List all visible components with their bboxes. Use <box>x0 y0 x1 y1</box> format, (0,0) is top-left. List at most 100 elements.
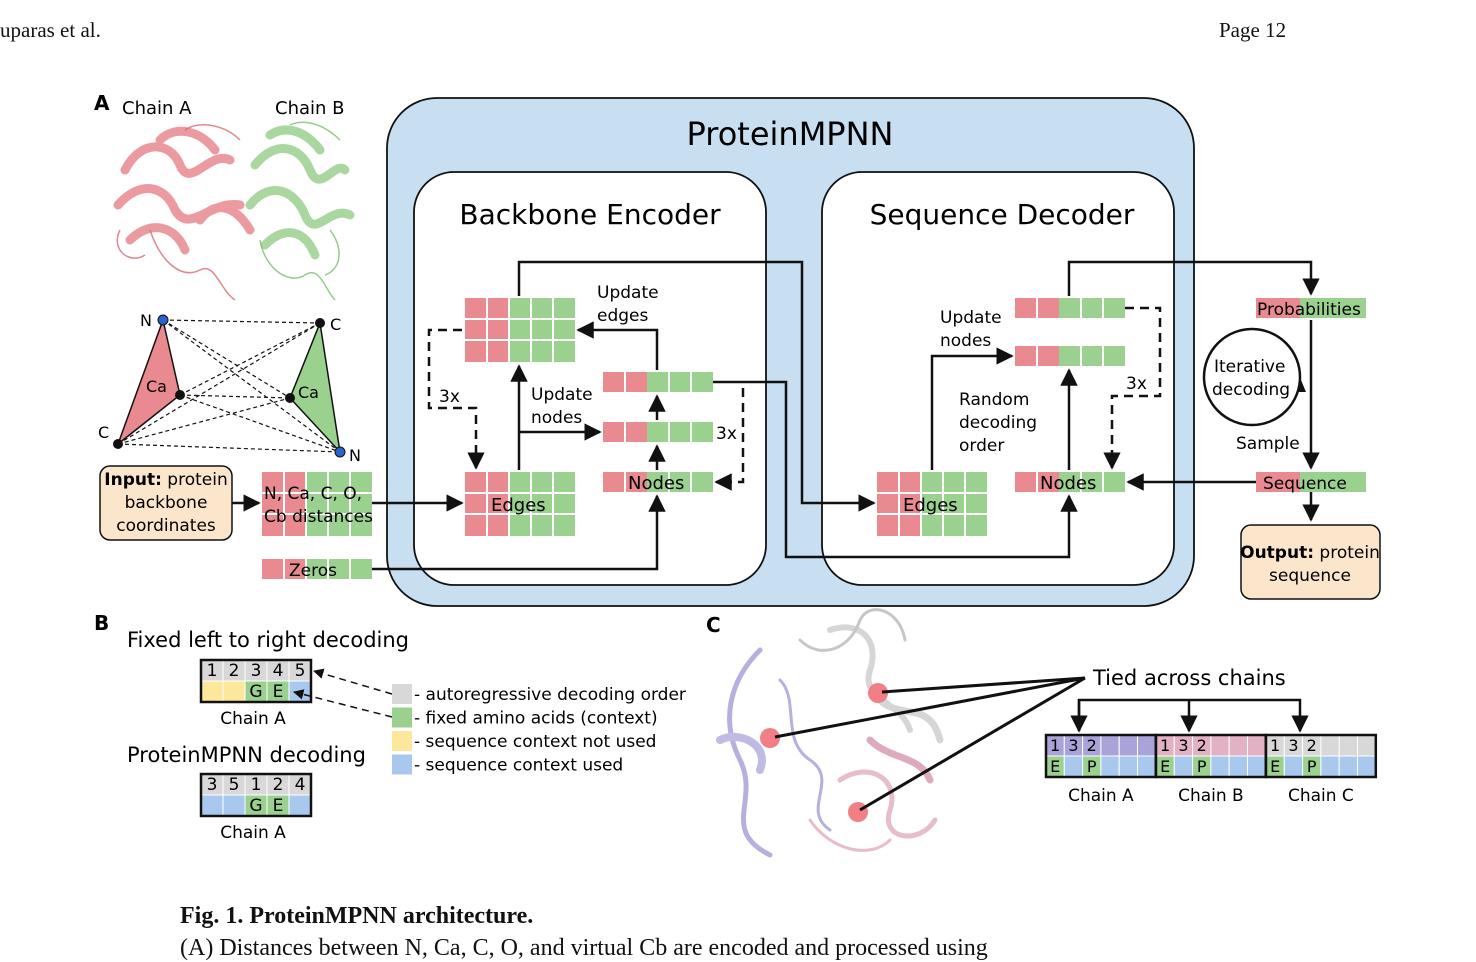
mpnn-decoding-title: ProteinMPNN decoding <box>127 743 366 767</box>
panel-c-letter: C <box>706 613 721 637</box>
tied-residue-label: P <box>1307 757 1317 776</box>
tied-residue-cell <box>1173 755 1194 778</box>
tied-residue-cell <box>1137 755 1157 778</box>
order-cell-label: 2 <box>273 775 284 795</box>
output-bold-label: Output: <box>1240 543 1314 563</box>
tied-chain-label: Chain A <box>1068 786 1134 806</box>
decoder-title: Sequence Decoder <box>870 198 1135 231</box>
legend-label: - autoregressive decoding order <box>414 685 686 705</box>
input-bold-label: Input: <box>104 470 162 490</box>
input-line-1: protein <box>162 470 228 490</box>
fixed-decoding-title: Fixed left to right decoding <box>127 628 409 652</box>
random-order-label-2: decoding <box>959 413 1037 433</box>
legend-swatch <box>392 731 412 751</box>
encoder-edges-matrix: Edges <box>465 472 575 536</box>
encoder-nodes-label: Nodes <box>628 473 684 494</box>
encoder-node-repeat: 3x <box>716 424 737 444</box>
chain-a-label: Chain A <box>122 98 192 119</box>
tied-chain-label: Chain C <box>1288 786 1354 806</box>
sample-label: Sample <box>1236 434 1300 454</box>
tied-arrows <box>1070 698 1309 733</box>
tied-label: Tied across chains <box>1092 666 1286 690</box>
order-cell-label: 3 <box>251 661 262 681</box>
backbone-atoms-diagram: N C Ca C N Ca <box>98 311 361 465</box>
chain-b-label: Chain B <box>275 98 345 119</box>
tied-order-label: 3 <box>1178 736 1188 755</box>
legend-label: - sequence context used <box>414 756 623 776</box>
tied-residue-label: P <box>1197 757 1207 776</box>
residue-cell <box>288 680 312 703</box>
tied-order-cell <box>1228 734 1248 757</box>
random-order-label-3: order <box>959 436 1004 456</box>
panel-a-letter: A <box>94 91 110 115</box>
update-nodes-label-2: nodes <box>531 408 582 428</box>
tied-order-cell <box>1247 734 1267 757</box>
distances-line-2: Cb distances <box>264 507 373 527</box>
atom-ca-label-2: Ca <box>298 383 319 402</box>
grid-border <box>199 772 313 818</box>
tied-order-label: 1 <box>1050 736 1060 755</box>
encoder-arrows <box>372 260 1078 571</box>
random-order-label-1: Random <box>959 390 1029 410</box>
encoder-edges-label: Edges <box>491 495 546 516</box>
decoder-edges-label: Edges <box>903 495 958 516</box>
tied-order-label: 3 <box>1068 736 1078 755</box>
distances-matrix: N, Ca, C, O, Cb distances <box>262 472 373 536</box>
tied-residue-cell <box>1100 755 1120 778</box>
order-cell-label: 4 <box>295 775 306 795</box>
atom-c-label-1: C <box>98 423 109 442</box>
tied-residue-label: E <box>1160 757 1170 776</box>
decoder-repeat: 3x <box>1126 374 1147 394</box>
decoder-update-nodes-1: Update <box>940 308 1002 328</box>
tied-order-cell <box>1338 734 1358 757</box>
iterative-decoding-loop <box>1202 327 1302 427</box>
order-cell-label: 1 <box>251 775 262 795</box>
order-cell-label: 1 <box>207 661 218 681</box>
residue-cell-label: E <box>273 796 284 816</box>
update-edges-label-1: Update <box>597 283 659 303</box>
tied-chain-label: Chain B <box>1178 786 1244 806</box>
grid-border <box>199 658 313 704</box>
input-line-2: backbone <box>125 493 208 513</box>
tied-residue-cell <box>1118 755 1138 778</box>
tied-order-cell <box>1100 734 1120 757</box>
output-line-1: protein <box>1314 543 1380 563</box>
tied-residue-label: E <box>1270 757 1280 776</box>
fixed-chain-label: Chain A <box>220 709 286 729</box>
tied-residue-label: P <box>1087 757 1097 776</box>
tied-order-cell <box>1210 734 1230 757</box>
input-box: Input: protein backbone coordinates <box>99 465 233 541</box>
zeros-label: Zeros <box>289 561 337 581</box>
output-line-2: sequence <box>1269 566 1351 586</box>
atom-n-label-2: N <box>349 446 361 465</box>
tied-order-label: 2 <box>1087 736 1097 755</box>
homotrimer-cartoon <box>716 608 944 858</box>
encoder-repeat-loops <box>427 328 745 491</box>
legend-swatch <box>392 684 412 704</box>
residue-cell-label: E <box>273 682 284 702</box>
atom-ca-label-1: Ca <box>146 377 167 396</box>
tied-residue-cell <box>1228 755 1248 778</box>
tied-order-label: 2 <box>1307 736 1317 755</box>
tied-pointer-lines <box>774 676 1086 812</box>
encoder-title: Backbone Encoder <box>459 198 721 231</box>
legend-label: - sequence context not used <box>414 732 656 752</box>
tied-grid-border <box>1264 733 1378 779</box>
svg-text:Input: protein: Input: protein <box>104 470 227 490</box>
order-cell-label: 4 <box>273 661 284 681</box>
order-cell-label: 5 <box>295 661 306 681</box>
sequence-vector: Sequence <box>1256 472 1366 494</box>
residue-cell <box>288 794 312 817</box>
tied-order-label: 2 <box>1197 736 1207 755</box>
decoder-edges-matrix: Edges <box>877 472 987 536</box>
tied-residue-cell <box>1063 755 1084 778</box>
tied-order-label: 1 <box>1270 736 1280 755</box>
encoder-node-vectors: Nodes <box>603 372 713 494</box>
tied-order-cell <box>1320 734 1340 757</box>
protein-dimer-cartoon <box>113 121 355 301</box>
tied-order-cell <box>1137 734 1157 757</box>
tied-order-cell <box>1118 734 1138 757</box>
decoder-arrows <box>930 260 1320 522</box>
mpnn-chain-label: Chain A <box>220 823 286 843</box>
